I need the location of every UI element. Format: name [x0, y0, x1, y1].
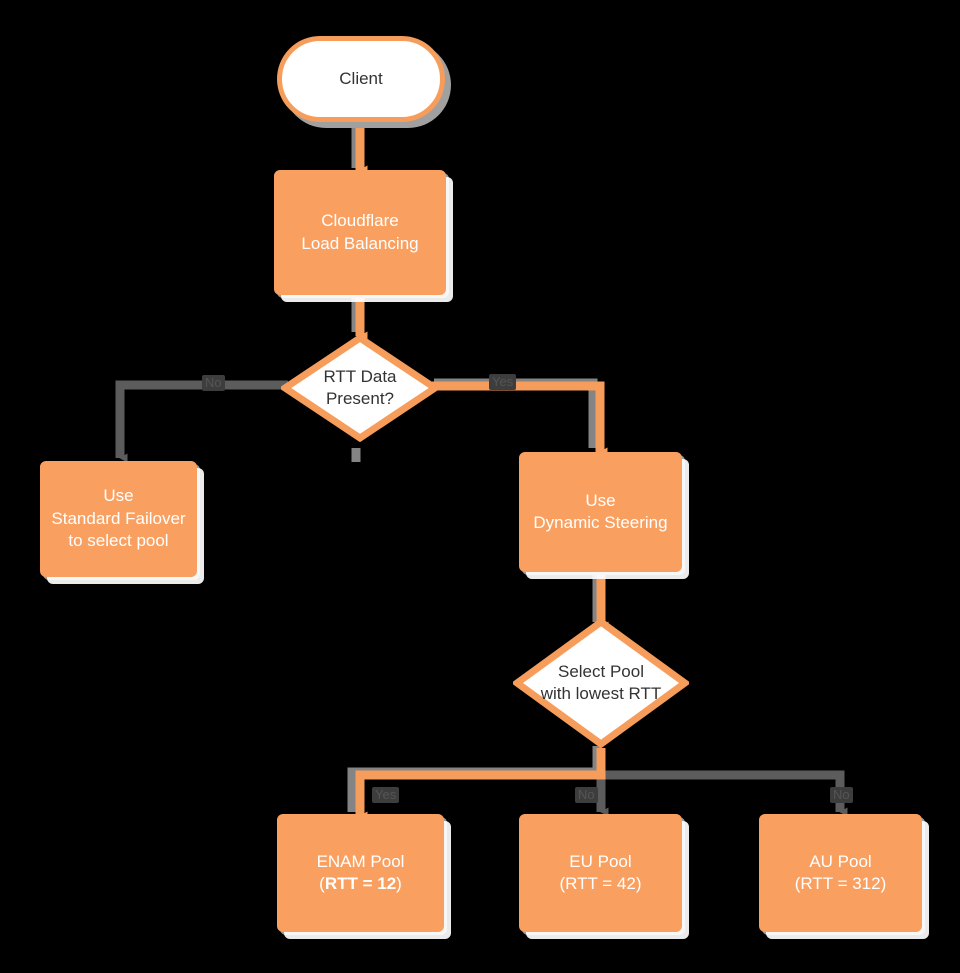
- enam-pool-name: ENAM Pool: [316, 851, 405, 871]
- node-enam-pool-label: ENAM Pool (RTT = 12): [311, 851, 411, 896]
- node-eu-pool[interactable]: EU Pool (RTT = 42): [519, 814, 682, 932]
- node-dynamic-steering-label: Use Dynamic Steering: [533, 490, 668, 532]
- node-standard-failover-label: Use Standard Failover to select pool: [51, 486, 186, 551]
- edge-rtt-no-to-standard-failover: [115, 380, 288, 463]
- node-dynamic-steering[interactable]: Use Dynamic Steering: [519, 452, 682, 572]
- diamond-shape: [281, 334, 439, 442]
- node-rtt-decision[interactable]: RTT Data Present?: [281, 334, 439, 442]
- node-standard-failover[interactable]: Use Standard Failover to select pool: [40, 461, 197, 577]
- node-enam-pool[interactable]: ENAM Pool (RTT = 12): [277, 814, 444, 932]
- node-load-balancing[interactable]: Cloudflare Load Balancing: [274, 170, 446, 295]
- edge-label-rtt-no: No: [202, 375, 225, 392]
- node-select-pool[interactable]: Select Pool with lowest RTT: [513, 618, 689, 748]
- enam-rtt-value: RTT = 12: [324, 874, 397, 893]
- node-au-pool[interactable]: AU Pool (RTT = 312): [759, 814, 922, 932]
- diamond-shape: [513, 618, 689, 748]
- edge-select-pool-to-enam-pool: [355, 748, 606, 821]
- edge-label-select-au: No: [830, 787, 853, 804]
- node-select-pool-label: Select Pool with lowest RTT: [540, 661, 662, 703]
- node-rtt-decision-label: RTT Data Present?: [323, 366, 397, 408]
- edge-select-pool-to-au-pool: [601, 770, 848, 817]
- edge-rtt-yes-to-dynamic-steering: [432, 381, 608, 457]
- node-load-balancing-label: Cloudflare Load Balancing: [301, 211, 419, 253]
- edge-label-select-eu: No: [575, 787, 598, 804]
- node-client-label: Client: [339, 68, 383, 88]
- node-eu-pool-label: EU Pool (RTT = 42): [559, 851, 642, 893]
- node-au-pool-label: AU Pool (RTT = 312): [794, 851, 887, 893]
- edge-label-select-enam: Yes: [372, 787, 400, 804]
- edge-label-rtt-yes: Yes: [489, 374, 517, 391]
- node-client[interactable]: Client: [277, 36, 445, 122]
- enam-paren-close: ): [396, 874, 402, 893]
- enam-paren-open: (: [319, 874, 325, 893]
